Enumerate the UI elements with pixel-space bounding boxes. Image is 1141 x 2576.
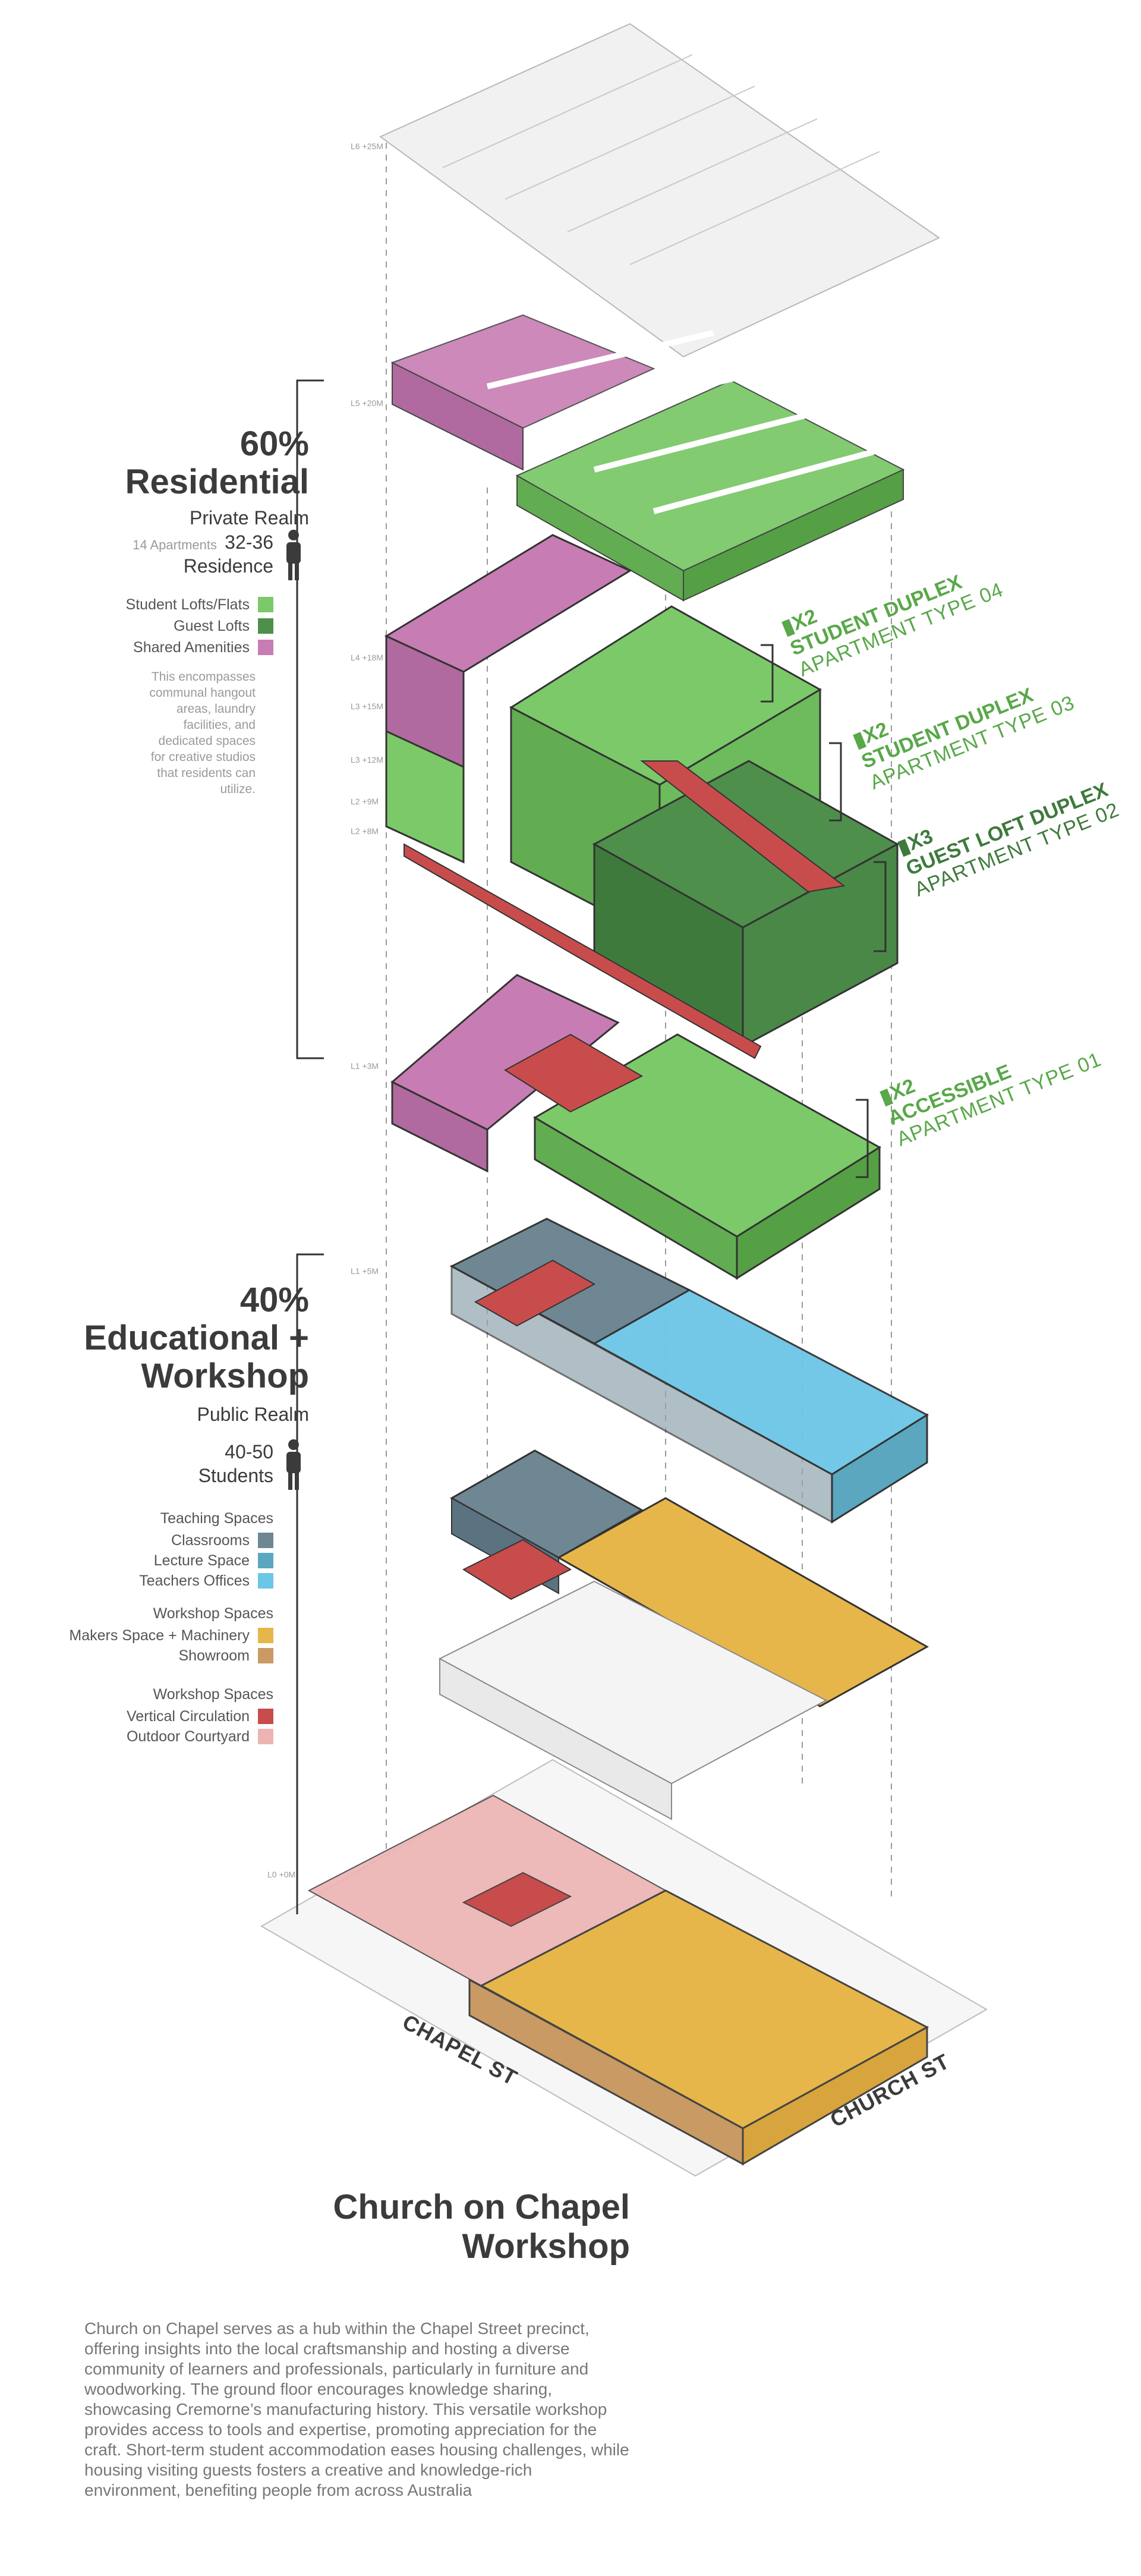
legend-label: Showroom <box>178 1647 250 1664</box>
level-marker-l1a: L1 +3M <box>351 1061 379 1071</box>
roof-layer <box>379 23 941 358</box>
workshop-upper-layer <box>438 1449 929 1820</box>
legend-shared-amenities: Shared Amenities <box>133 637 273 658</box>
level-marker-l0: L0 +0M <box>267 1870 296 1879</box>
residential-section: 60% Residential Private Realm <box>59 425 309 529</box>
residential-note: This encompasses communal hangout areas,… <box>149 670 256 796</box>
person-icon <box>286 530 301 580</box>
educational-percent: 40% <box>239 1281 309 1319</box>
legend-classrooms: Classrooms <box>171 1530 273 1550</box>
legend-swatch <box>258 1573 273 1589</box>
legend-lecture-space: Lecture Space <box>154 1550 273 1571</box>
upper-residential-layer <box>384 534 900 1059</box>
legend-student-lofts: Student Lofts/Flats <box>126 595 273 615</box>
legend-teachers-offices: Teachers Offices <box>139 1571 273 1591</box>
rooftop-terrace-layer <box>390 314 905 602</box>
legend-swatch <box>258 1709 273 1724</box>
legend-label: Lecture Space <box>153 1552 250 1569</box>
level-marker-l3a: L3 +15M <box>351 702 383 711</box>
educational-section: 40% Educational + Workshop Public Realm <box>36 1281 309 1426</box>
legend-outdoor-courtyard: Outdoor Courtyard <box>127 1726 273 1747</box>
legend-label: Makers Space + Machinery <box>69 1627 250 1644</box>
legend-swatch <box>258 1648 273 1663</box>
residential-percent: 60% <box>239 424 309 463</box>
legend-heading-circulation: Workshop Spaces <box>153 1686 273 1703</box>
exploded-axonometric-diagram <box>260 23 988 2177</box>
legend-swatch <box>258 1533 273 1548</box>
residential-stats: 14 Apartments 32-36 Residence <box>95 529 309 583</box>
legend-label: Vertical Circulation <box>126 1707 250 1725</box>
students-label: Students <box>198 1465 273 1486</box>
legend-swatch <box>258 640 273 655</box>
apartments-note: 14 Apartments <box>133 537 217 552</box>
level-marker-l1b: L1 +5M <box>351 1266 379 1276</box>
section-brackets <box>296 379 324 1914</box>
legend-showroom: Showroom <box>178 1646 273 1666</box>
level-marker-l6: L6 +25M <box>351 141 383 151</box>
educational-stats: 40-50 Students <box>95 1439 309 1492</box>
educational-realm: Public Realm <box>197 1404 309 1425</box>
level-marker-l4: L4 +18M <box>351 653 383 662</box>
legend-label: Teachers Offices <box>139 1572 250 1589</box>
legend-swatch <box>258 1553 273 1568</box>
person-icon <box>286 1439 301 1490</box>
legend-swatch <box>258 1628 273 1643</box>
page-title-line-2: Workshop <box>462 2227 631 2266</box>
legend-swatch <box>258 1729 273 1744</box>
project-description: Church on Chapel serves as a hub within … <box>84 2319 629 2499</box>
legend-vertical-circulation: Vertical Circulation <box>127 1706 273 1726</box>
educational-label-1: Educational + <box>84 1319 309 1357</box>
students-count: 40-50 <box>225 1441 273 1462</box>
residential-label: Residential <box>125 463 309 501</box>
legend-label: Outdoor Courtyard <box>126 1728 250 1745</box>
legend-guest-lofts: Guest Lofts <box>174 616 273 636</box>
educational-label-2: Workshop <box>141 1357 310 1395</box>
legend-label: Student Lofts/Flats <box>125 596 250 613</box>
accessible-apartments-layer <box>390 974 881 1280</box>
legend-makers-space: Makers Space + Machinery <box>69 1625 273 1646</box>
residential-realm: Private Realm <box>190 507 309 529</box>
residential-legend: Student Lofts/Flats Guest Lofts Shared A… <box>71 595 273 660</box>
legend-heading-workshop: Workshop Spaces <box>153 1605 273 1622</box>
legend-label: Classrooms <box>171 1531 250 1549</box>
legend-heading-teaching: Teaching Spaces <box>160 1510 273 1527</box>
legend-label: Guest Lofts <box>174 617 250 634</box>
apartment-brackets <box>761 644 887 1178</box>
level-marker-l3b: L3 +12M <box>351 755 383 765</box>
educational-legend: Teaching Spaces Classrooms Lecture Space… <box>36 1510 273 1760</box>
legend-label: Shared Amenities <box>133 639 250 656</box>
legend-swatch <box>258 597 273 612</box>
level-marker-l2a: L2 +9M <box>351 797 379 806</box>
page-title-line-1: Church on Chapel <box>333 2188 630 2226</box>
legend-swatch <box>258 618 273 634</box>
page-title: Church on Chapel Workshop <box>119 2188 630 2266</box>
teaching-layer <box>449 1218 929 1524</box>
level-marker-l5: L5 +20M <box>351 398 383 408</box>
residence-count: 32-36 <box>225 531 273 553</box>
level-marker-l2b: L2 +8M <box>351 826 379 836</box>
residence-label: Residence <box>183 555 273 577</box>
ground-floor-layer <box>260 1759 988 2177</box>
